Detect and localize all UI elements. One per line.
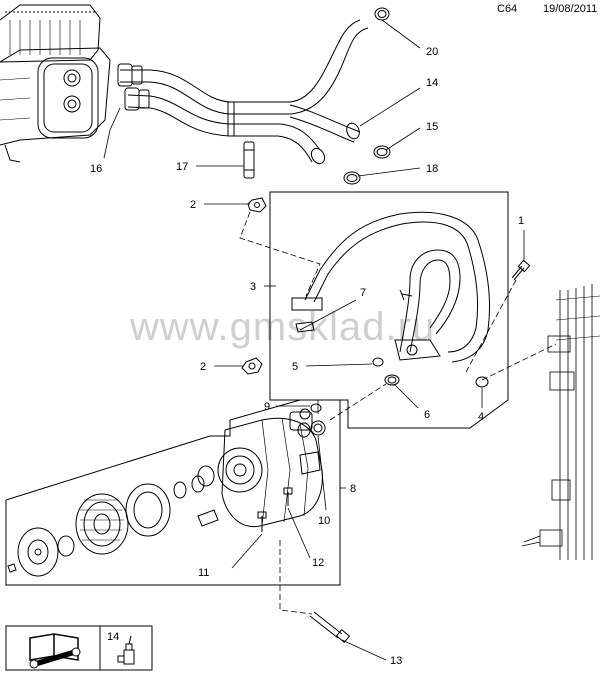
callout-14: 14 xyxy=(107,631,119,643)
callout-20: 20 xyxy=(426,46,438,58)
callout-7: 7 xyxy=(360,287,366,299)
callout-16: 15 xyxy=(426,121,438,133)
wrench-icon xyxy=(29,647,81,669)
callout-15: 14 xyxy=(426,77,438,89)
clutch-assembly xyxy=(7,465,219,577)
diagram-code: C64 xyxy=(497,3,518,15)
callout-6: 6 xyxy=(424,409,430,421)
callout-4: 4 xyxy=(478,411,484,423)
connector-18 xyxy=(243,141,255,179)
bolt-13 xyxy=(309,611,351,643)
bolt-1 xyxy=(511,259,531,281)
callout-2-upper: 2 xyxy=(190,199,196,211)
callout-12: 12 xyxy=(312,557,324,569)
manual-book-icon xyxy=(29,633,79,661)
callout-2-lower: 2 xyxy=(200,361,206,373)
callout-10: 10 xyxy=(318,515,330,527)
oil-bottle-icon xyxy=(117,635,135,665)
callout-9: 9 xyxy=(264,401,270,413)
hose-assembly-frame xyxy=(269,191,509,429)
callout-19: 18 xyxy=(426,163,438,175)
callout-17: 16 xyxy=(90,163,102,175)
callout-11: 11 xyxy=(198,567,209,579)
diagram-date: 19/08/2011 xyxy=(543,3,598,15)
callout-5: 5 xyxy=(292,361,298,373)
callout-3: 3 xyxy=(250,281,256,293)
compressor-frame xyxy=(5,399,341,586)
callout-18: 17 xyxy=(176,161,188,173)
legend-box xyxy=(5,625,153,671)
clamps xyxy=(343,7,391,185)
seal-washers xyxy=(372,357,489,388)
condenser xyxy=(521,284,600,560)
heater-hoses xyxy=(117,19,369,165)
callout-13: 13 xyxy=(390,655,402,667)
leader-lines xyxy=(103,19,557,661)
bolts-11-12 xyxy=(257,422,311,532)
refrigerant-hoses xyxy=(291,211,490,363)
evaporator-housing xyxy=(0,4,111,163)
callout-1: 1 xyxy=(518,215,524,227)
callout-labels: 20 14 15 18 16 17 2 3 1 7 2 5 6 4 9 8 10… xyxy=(90,46,524,667)
watermark: www.gmsklad.ru xyxy=(129,305,435,349)
callout-8: 8 xyxy=(350,483,356,495)
compressor xyxy=(217,403,326,528)
